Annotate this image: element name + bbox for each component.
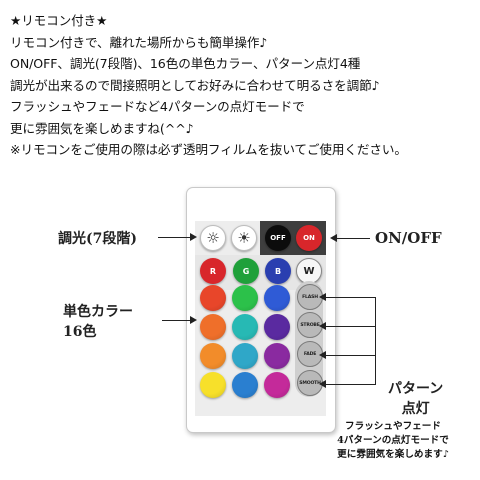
pattern-callout: パターン 点灯 xyxy=(388,379,443,419)
color-button[interactable] xyxy=(200,314,226,340)
onoff-callout: ON/OFF xyxy=(375,229,442,247)
strobe-button[interactable]: STROBE xyxy=(297,312,323,338)
color-button[interactable] xyxy=(232,372,258,398)
off-label: OFF xyxy=(270,234,286,242)
color-button[interactable] xyxy=(200,343,226,369)
pattern-line-strobe xyxy=(325,326,375,327)
onoff-line xyxy=(336,238,370,239)
description-line: フラッシュやフェードなど4パターンの点灯モードで xyxy=(10,99,305,114)
strobe-label: STROBE xyxy=(300,322,320,328)
smooth-label: SMOOTH xyxy=(299,380,321,386)
pattern-arrow xyxy=(319,380,326,388)
note-line: 4パターンの点灯モードで xyxy=(337,435,449,446)
single-color-callout: 単色カラー 16色 xyxy=(63,302,133,342)
white-button[interactable]: W xyxy=(296,258,322,284)
description-line: ※リモコンをご使用の際は必ず透明フィルムを抜いてご使用ください。 xyxy=(10,142,407,157)
on-button[interactable]: ON xyxy=(296,225,322,251)
red-label: R xyxy=(209,266,217,276)
single-color-count: 16色 xyxy=(63,324,97,340)
single-color-line xyxy=(162,320,190,321)
description-line: 調光が出来るので間接照明としてお好みに合わせて明るさを調節♪ xyxy=(10,77,380,93)
red-button[interactable]: R xyxy=(200,258,226,284)
description-block: ★リモコン付き★ リモコン付きで、離れた場所からも簡単操作♪ ON/OFF、調光… xyxy=(10,10,475,161)
off-button[interactable]: OFF xyxy=(265,225,291,251)
note-line: 更に雰囲気を楽しめます♪ xyxy=(337,449,449,460)
description-line: ★リモコン付き★ xyxy=(10,13,108,28)
pattern-bracket xyxy=(375,297,376,385)
flash-label: FLASH xyxy=(302,294,318,300)
dimming-arrow xyxy=(190,233,197,241)
color-button[interactable] xyxy=(200,285,226,311)
remote-control: ☼ ☀ OFF ON R G B W FLASH STROBE FADE SMO… xyxy=(186,187,336,433)
single-color-label: 単色カラー xyxy=(63,304,133,320)
on-label: ON xyxy=(303,234,315,242)
green-button[interactable]: G xyxy=(233,258,259,284)
color-button[interactable] xyxy=(200,372,226,398)
description-line: 更に雰囲気を楽しめますね(^^♪ xyxy=(10,120,194,136)
brightness-up-button[interactable]: ☀ xyxy=(231,225,257,251)
white-label: W xyxy=(303,265,315,277)
pattern-note: フラッシュやフェード 4パターンの点灯モードで 更に雰囲気を楽しめます♪ xyxy=(318,420,468,462)
pattern-line-smooth xyxy=(325,384,375,385)
pattern-sublabel: 点灯 xyxy=(401,401,430,417)
color-button[interactable] xyxy=(232,285,258,311)
onoff-arrow xyxy=(330,234,337,242)
color-button[interactable] xyxy=(264,343,290,369)
color-button[interactable] xyxy=(232,343,258,369)
note-line: フラッシュやフェード xyxy=(345,421,441,432)
blue-button[interactable]: B xyxy=(265,258,291,284)
color-button[interactable] xyxy=(264,314,290,340)
pattern-arrow xyxy=(319,351,326,359)
single-color-arrow xyxy=(190,316,197,324)
color-button[interactable] xyxy=(232,314,258,340)
description-line: ON/OFF、調光(7段階)、16色の単色カラー、パターン点灯4種 xyxy=(10,56,361,71)
pattern-line-flash xyxy=(325,297,375,298)
blue-label: B xyxy=(274,266,282,276)
color-button[interactable] xyxy=(264,285,290,311)
pattern-arrow xyxy=(319,322,326,330)
green-label: G xyxy=(242,266,250,276)
color-button[interactable] xyxy=(264,372,290,398)
pattern-line-fade xyxy=(325,355,375,356)
dimming-line xyxy=(158,237,190,238)
pattern-arrow xyxy=(319,293,326,301)
sun-icon: ☀ xyxy=(237,228,251,247)
dimming-callout: 調光(7段階) xyxy=(58,231,137,247)
fade-label: FADE xyxy=(303,351,317,357)
pattern-label: パターン xyxy=(388,381,444,397)
description-line: リモコン付きで、離れた場所からも簡単操作♪ xyxy=(10,34,268,50)
brightness-down-button[interactable]: ☼ xyxy=(200,225,226,251)
sun-icon: ☼ xyxy=(206,228,220,247)
